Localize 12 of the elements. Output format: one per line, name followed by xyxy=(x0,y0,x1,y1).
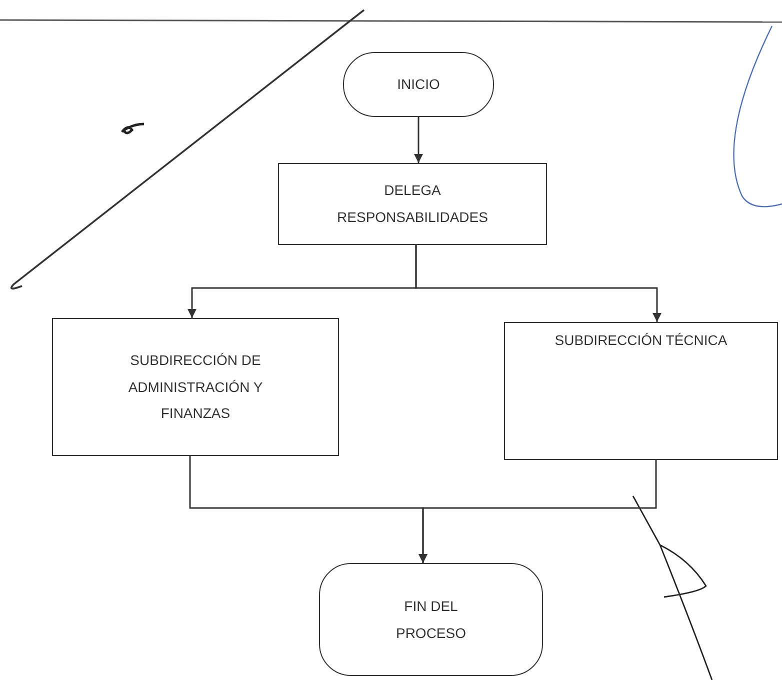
connector-arrow xyxy=(418,460,657,563)
connector-arrow xyxy=(414,117,423,163)
node-label: SUBDIRECCIÓN TÉCNICA xyxy=(554,331,728,350)
node-label: INICIO xyxy=(397,75,440,94)
node-label: DELEGA RESPONSABILIDADES xyxy=(336,181,489,227)
node-label: FIN DEL PROCESO xyxy=(394,596,467,642)
terminal-shape xyxy=(319,563,543,676)
process-box xyxy=(278,163,547,245)
process-box xyxy=(504,322,778,460)
connector-arrow xyxy=(415,245,662,322)
process-box xyxy=(52,318,339,456)
node-label: SUBDIRECCIÓN DE ADMINISTRACIÓN Y FINANZAS xyxy=(127,351,264,424)
